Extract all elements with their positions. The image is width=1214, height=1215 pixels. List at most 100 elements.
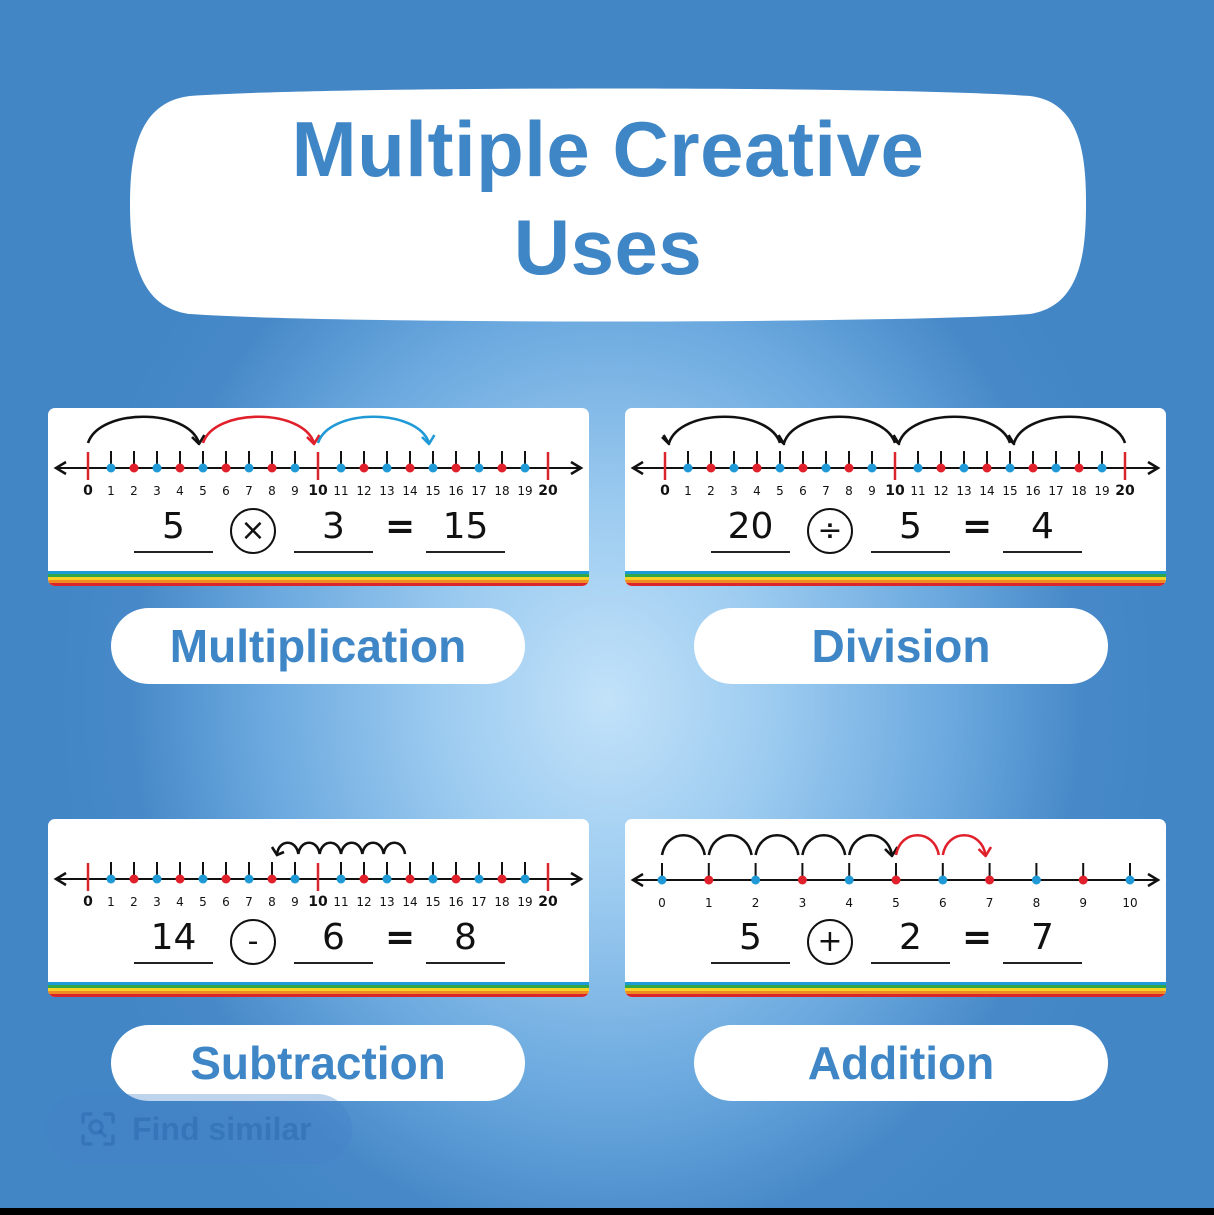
page-title: Multiple Creative Uses: [130, 100, 1086, 296]
bottom-bar: [0, 1208, 1214, 1215]
multiply-operator-icon: ×: [230, 508, 276, 554]
minus-operator-icon: -: [230, 919, 276, 965]
label-multiplication: Multiplication: [111, 608, 525, 684]
operand-b: 2: [871, 914, 950, 964]
svg-text:7: 7: [245, 895, 253, 909]
svg-text:14: 14: [402, 895, 417, 909]
svg-text:0: 0: [660, 483, 670, 499]
equation: 5 × 3 = 15: [48, 503, 589, 563]
svg-text:0: 0: [658, 896, 666, 910]
svg-text:8: 8: [845, 484, 853, 498]
svg-text:19: 19: [517, 484, 532, 498]
rainbow-stripe: [625, 982, 1166, 997]
svg-text:10: 10: [308, 894, 328, 910]
svg-text:6: 6: [222, 895, 230, 909]
svg-text:10: 10: [885, 483, 905, 499]
svg-text:5: 5: [892, 896, 900, 910]
svg-text:16: 16: [448, 484, 463, 498]
svg-text:18: 18: [494, 484, 509, 498]
label-addition: Addition: [694, 1025, 1108, 1101]
equals-sign: =: [962, 917, 993, 958]
rainbow-stripe: [48, 982, 589, 997]
title-line-2: Uses: [513, 203, 703, 291]
svg-text:16: 16: [1025, 484, 1040, 498]
svg-text:8: 8: [1033, 896, 1041, 910]
svg-text:16: 16: [448, 895, 463, 909]
find-similar-label: Find similar: [132, 1111, 312, 1147]
svg-text:12: 12: [356, 895, 371, 909]
svg-text:3: 3: [153, 484, 161, 498]
svg-text:4: 4: [753, 484, 761, 498]
svg-text:2: 2: [130, 484, 138, 498]
svg-text:17: 17: [1048, 484, 1063, 498]
svg-text:11: 11: [910, 484, 925, 498]
svg-text:6: 6: [222, 484, 230, 498]
svg-text:13: 13: [956, 484, 971, 498]
svg-text:2: 2: [752, 896, 760, 910]
svg-text:3: 3: [799, 896, 807, 910]
rainbow-stripe: [625, 571, 1166, 586]
find-similar-button[interactable]: Find similar: [46, 1094, 352, 1164]
svg-text:17: 17: [471, 484, 486, 498]
svg-text:3: 3: [730, 484, 738, 498]
svg-text:0: 0: [83, 483, 93, 499]
svg-text:17: 17: [471, 895, 486, 909]
svg-text:20: 20: [538, 483, 558, 499]
svg-text:3: 3: [153, 895, 161, 909]
equation: 14 - 6 = 8: [48, 914, 589, 974]
equation: 20 ÷ 5 = 4: [625, 503, 1166, 563]
svg-text:1: 1: [705, 896, 713, 910]
svg-text:9: 9: [1079, 896, 1087, 910]
label-division: Division: [694, 608, 1108, 684]
operand-a: 14: [134, 914, 213, 964]
svg-text:4: 4: [845, 896, 853, 910]
svg-text:8: 8: [268, 895, 276, 909]
operand-a: 5: [711, 914, 790, 964]
svg-text:1: 1: [684, 484, 692, 498]
operand-b: 6: [294, 914, 373, 964]
svg-text:8: 8: [268, 484, 276, 498]
svg-text:15: 15: [425, 484, 440, 498]
svg-text:10: 10: [308, 483, 328, 499]
operand-a: 20: [711, 503, 790, 553]
svg-text:4: 4: [176, 895, 184, 909]
svg-text:5: 5: [199, 484, 207, 498]
svg-text:9: 9: [868, 484, 876, 498]
svg-text:6: 6: [939, 896, 947, 910]
svg-text:1: 1: [107, 484, 115, 498]
svg-text:12: 12: [933, 484, 948, 498]
equals-sign: =: [385, 917, 416, 958]
svg-text:20: 20: [1115, 483, 1135, 499]
title-line-1: Multiple Creative: [291, 105, 925, 193]
divide-operator-icon: ÷: [807, 508, 853, 554]
operand-a: 5: [134, 503, 213, 553]
svg-text:1: 1: [107, 895, 115, 909]
svg-text:6: 6: [799, 484, 807, 498]
operand-b: 3: [294, 503, 373, 553]
svg-text:18: 18: [1071, 484, 1086, 498]
svg-text:13: 13: [379, 484, 394, 498]
equation: 5 + 2 = 7: [625, 914, 1166, 974]
result: 15: [426, 503, 505, 553]
svg-text:20: 20: [538, 894, 558, 910]
svg-text:4: 4: [176, 484, 184, 498]
svg-text:11: 11: [333, 484, 348, 498]
label-subtraction: Subtraction: [111, 1025, 525, 1101]
operand-b: 5: [871, 503, 950, 553]
svg-text:5: 5: [776, 484, 784, 498]
svg-text:12: 12: [356, 484, 371, 498]
svg-text:2: 2: [130, 895, 138, 909]
svg-text:15: 15: [1002, 484, 1017, 498]
equals-sign: =: [385, 506, 416, 547]
result: 4: [1003, 503, 1082, 553]
svg-text:7: 7: [986, 896, 994, 910]
svg-text:15: 15: [425, 895, 440, 909]
